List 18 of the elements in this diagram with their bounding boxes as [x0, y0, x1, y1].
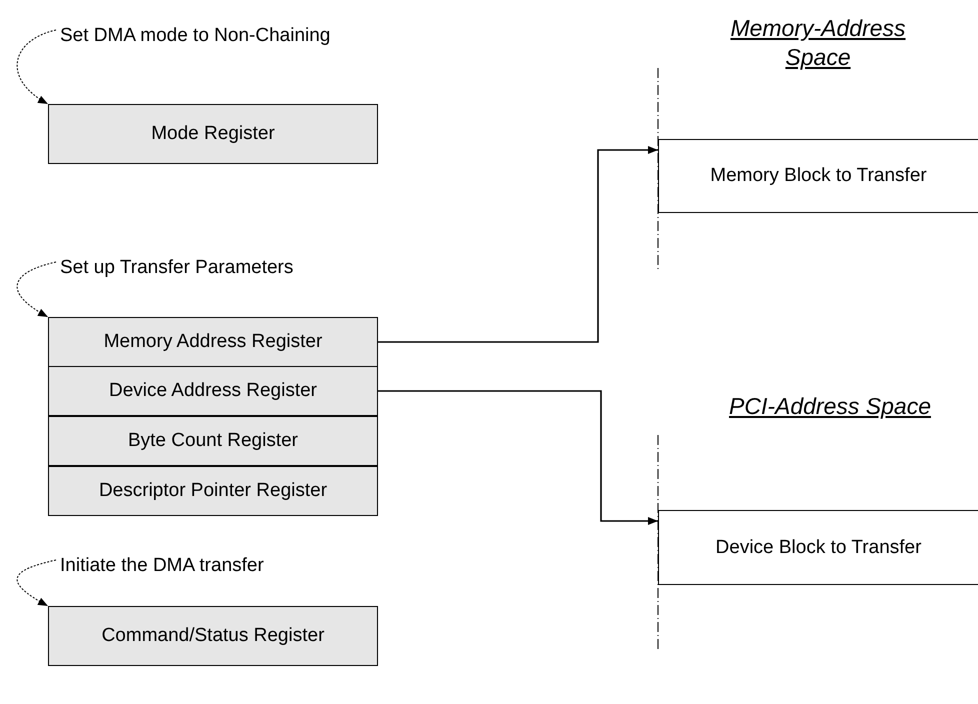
connector-arrow	[378, 390, 658, 525]
annotation-text: Set up Transfer Parameters	[60, 254, 294, 282]
register-box: Memory Address Register	[48, 317, 378, 367]
curved-arrow	[16, 30, 56, 104]
address-space-heading: Memory-Address Space	[729, 14, 907, 72]
annotation-text: Set DMA mode to Non-Chaining	[60, 22, 330, 50]
register-box: Device Address Register	[48, 366, 378, 416]
register-box: Byte Count Register	[48, 416, 378, 466]
curved-arrow	[16, 262, 56, 318]
register-box: Descriptor Pointer Register	[48, 466, 378, 516]
memory-block-box: Device Block to Transfer	[658, 510, 978, 585]
memory-block-box: Memory Block to Transfer	[658, 139, 978, 213]
annotation-text: Initiate the DMA transfer	[60, 552, 264, 580]
address-space-heading: PCI-Address Space	[728, 392, 932, 421]
register-box: Mode Register	[48, 104, 378, 164]
curved-arrow	[16, 560, 56, 606]
connector-arrow	[378, 146, 658, 343]
register-box: Command/Status Register	[48, 606, 378, 666]
